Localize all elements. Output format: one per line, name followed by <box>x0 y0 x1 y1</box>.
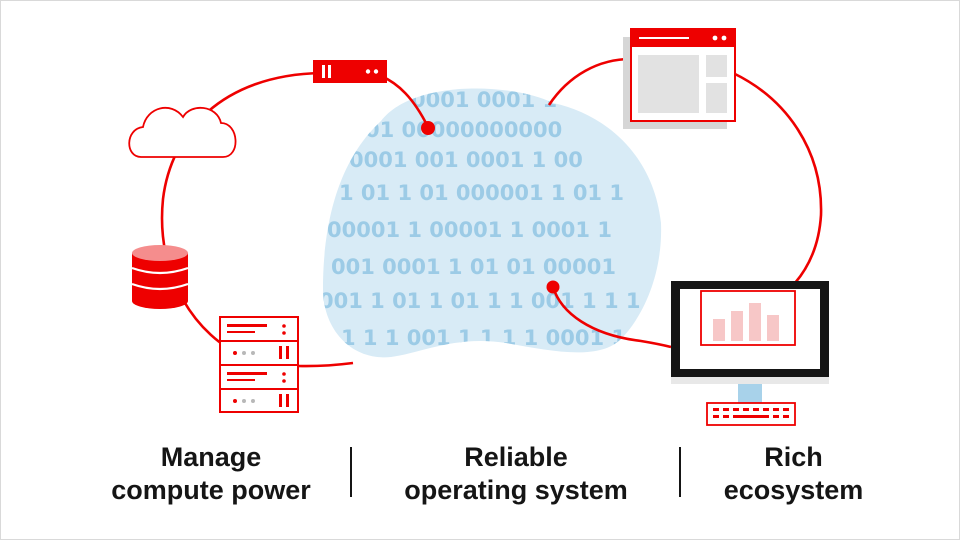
binary-line: 1 01 1 01 000001 1 01 1 <box>339 181 624 205</box>
caption-reliable-operating-system: Reliable operating system <box>386 441 646 507</box>
right-connector-dot <box>546 280 560 294</box>
binary-blob: 0001 0001 1 00 01 00000000000 0001 001 0… <box>319 88 662 358</box>
network-device-icon <box>313 60 387 83</box>
caption-manage-compute-power: Manage compute power <box>106 441 316 507</box>
app-window-icon <box>623 28 736 129</box>
binary-line: 001 1 01 1 01 1 1 001 1 1 1 <box>319 289 641 313</box>
caption-line: Rich <box>764 442 823 472</box>
binary-line: 1 1 1 001 1 1 1 1 0001 1 <box>341 326 626 350</box>
right-cycle-ring <box>547 57 823 349</box>
binary-line: 001 0001 1 01 01 00001 <box>331 255 616 279</box>
server-rack-icon <box>219 316 299 413</box>
binary-line: 00001 1 00001 1 0001 1 <box>327 218 612 242</box>
caption-divider <box>350 447 352 497</box>
caption-line: operating system <box>404 475 628 505</box>
caption-rich-ecosystem: Rich ecosystem <box>701 441 886 507</box>
database-icon <box>131 245 189 309</box>
caption-divider <box>679 447 681 497</box>
binary-line: 0001 0001 1 00 <box>411 88 594 112</box>
caption-line: Manage <box>160 442 262 472</box>
binary-line: 01 00000000000 <box>365 118 562 142</box>
caption-line: compute power <box>111 475 311 505</box>
binary-line: 0001 001 0001 1 00 <box>349 148 583 172</box>
left-connector-dot <box>421 121 435 135</box>
desktop-monitor-icon <box>671 281 829 426</box>
cloud-icon <box>128 107 237 158</box>
caption-line: ecosystem <box>723 475 864 505</box>
caption-line: Reliable <box>464 442 568 472</box>
